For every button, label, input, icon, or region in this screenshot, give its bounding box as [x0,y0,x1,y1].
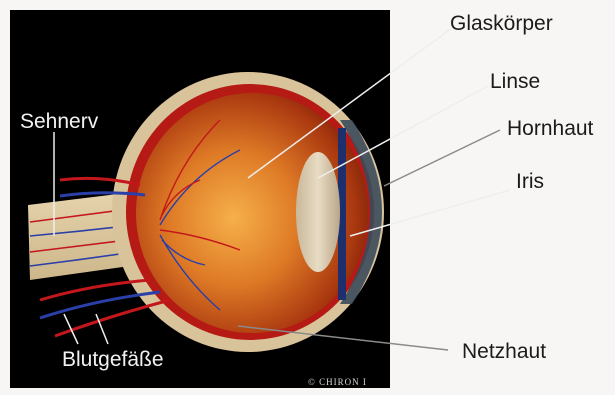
label-glaskoerper: Glaskörper [450,12,553,36]
label-blutgefaesse: Blutgefäße [62,348,164,372]
label-netzhaut: Netzhaut [462,340,546,364]
label-iris: Iris [516,170,544,194]
leader-hornhaut [384,130,500,186]
image-credit: © CHIRON I [308,377,367,387]
label-linse: Linse [490,70,540,94]
label-sehnerv: Sehnerv [20,110,98,134]
label-hornhaut: Hornhaut [507,117,593,141]
